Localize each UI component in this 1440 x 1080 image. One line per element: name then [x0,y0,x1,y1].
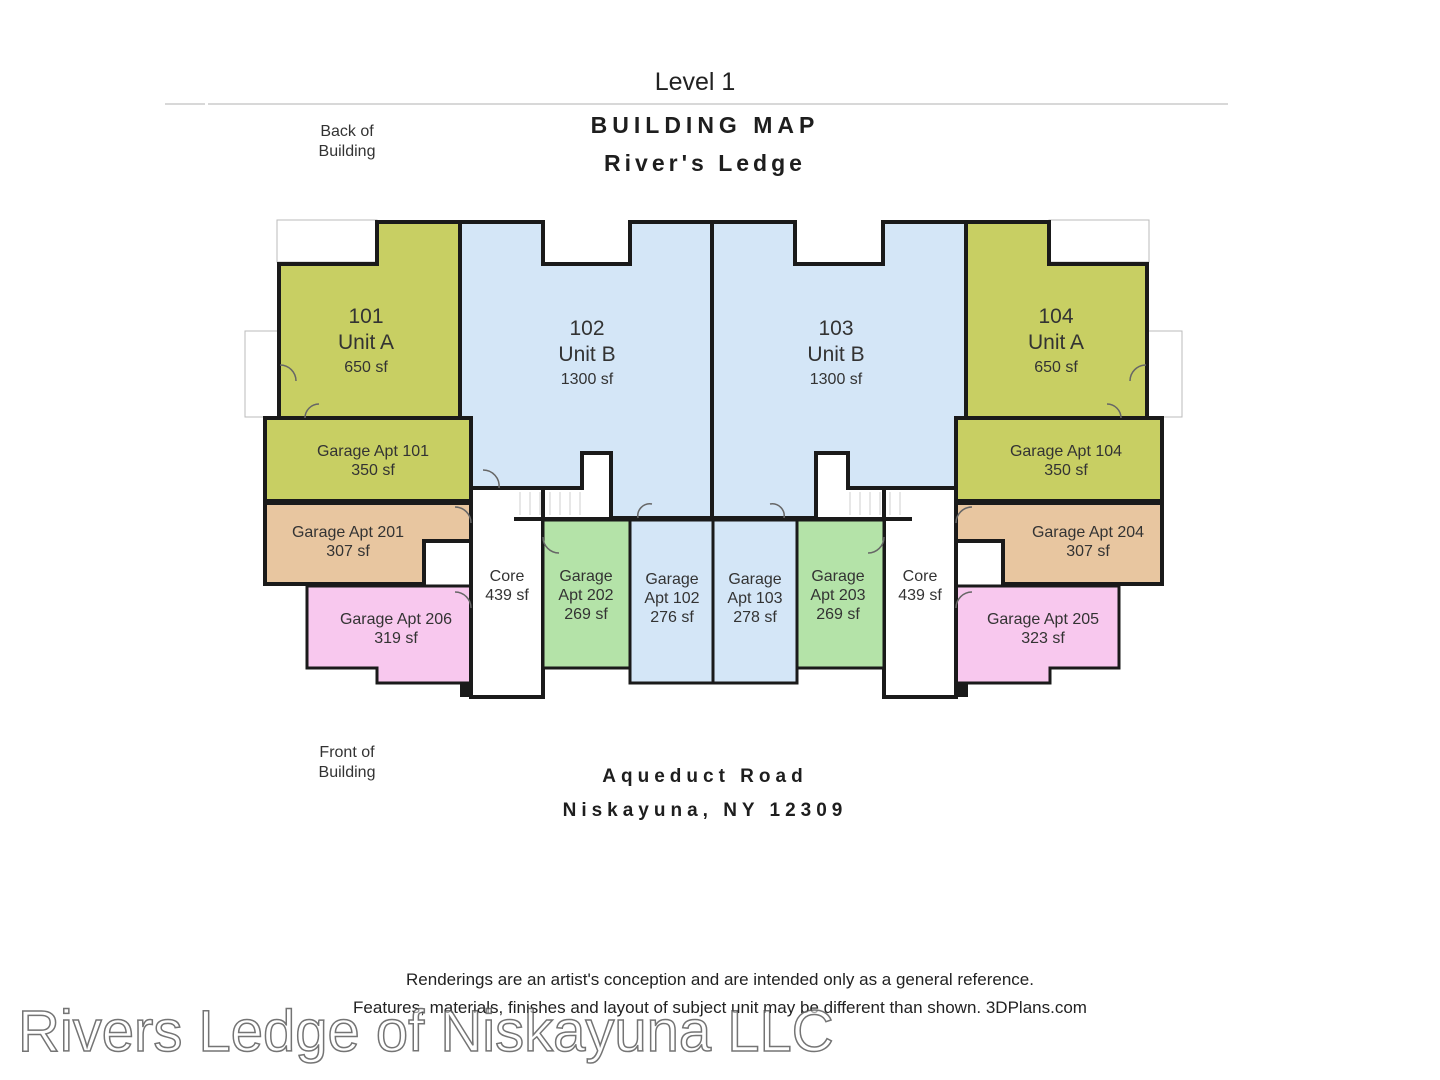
label-104-type: Unit A [1028,331,1084,354]
right-bump-outline [1147,330,1183,418]
room-103 [710,220,968,520]
label-101-number: 101 [348,305,383,328]
front-label-line-1: Front of [319,744,375,761]
label-core-right: Core 439 sf [898,568,942,604]
label-garage-apt-206: Garage Apt 206 319 sf [340,611,452,647]
corner-post-right [956,683,968,697]
label-102-number: 102 [569,317,604,340]
label-g202-line1: Garage [559,568,612,585]
watermark: Rivers Ledge of Niskayuna LLC [17,998,834,1065]
room-garage-apt-202 [541,518,632,670]
label-g102-line1: Garage [645,571,698,588]
room-core-left [469,486,545,699]
corner-post-left [460,683,472,697]
header-rule [208,103,1228,105]
label-g206-area: 319 sf [374,630,418,647]
right-notch-outline [1048,219,1150,263]
label-104-area: 650 sf [1034,359,1078,376]
stairs-left [519,492,581,515]
label-g103-area: 278 sf [733,609,777,626]
label-garage-apt-101: Garage Apt 101 350 sf [317,443,429,479]
left-notch-outline [276,219,378,263]
level-heading: Level 1 [654,68,736,96]
label-g203-line2: Apt 203 [810,587,865,604]
label-g202-area: 269 sf [564,606,608,623]
label-core-left: Core 439 sf [485,568,529,604]
stairs-right [849,492,901,515]
label-g201-area: 307 sf [326,543,370,560]
label-g203-line1: Garage [811,568,864,585]
disclaimer-line-2: Features, materials, finishes and layout… [353,998,1087,1017]
label-garage-apt-104: Garage Apt 104 350 sf [1010,443,1122,479]
label-g201-name: Garage Apt 201 [292,524,404,541]
label-g203-area: 269 sf [816,606,860,623]
label-g101-area: 350 sf [351,462,395,479]
label-103-number: 103 [818,317,853,340]
label-102-type: Unit B [558,343,615,366]
room-garage-apt-103 [711,518,799,685]
label-g104-name: Garage Apt 104 [1010,443,1122,460]
label-core-right-name: Core [903,568,938,585]
label-garage-apt-205: Garage Apt 205 323 sf [987,611,1099,647]
front-label-line-2: Building [318,764,376,781]
label-103-type: Unit B [807,343,864,366]
label-g103-line1: Garage [728,571,781,588]
label-garage-apt-103: Garage Apt 103 278 sf [727,571,782,626]
label-garage-apt-204: Garage Apt 204 307 sf [1032,524,1144,560]
label-101: 101 Unit A 650 sf [338,305,394,376]
room-garage-apt-101 [263,416,473,503]
label-g103-line2: Apt 103 [727,590,782,607]
disclaimer-line-1: Renderings are an artist's conception an… [406,970,1034,989]
label-g204-name: Garage Apt 204 [1032,524,1144,541]
label-103: 103 Unit B 1300 sf [807,317,864,388]
address-street: Aqueduct Road [602,766,808,787]
label-101-area: 650 sf [344,359,388,376]
label-g102-area: 276 sf [650,609,694,626]
map-subtitle: River's Ledge [604,150,806,176]
label-102-area: 1300 sf [561,371,614,388]
label-garage-apt-203: Garage Apt 203 269 sf [810,568,865,623]
back-label-line-1: Back of [320,123,374,140]
label-g205-name: Garage Apt 205 [987,611,1099,628]
label-garage-apt-102: Garage Apt 102 276 sf [644,571,699,626]
label-garage-apt-201: Garage Apt 201 307 sf [292,524,404,560]
left-bump-outline [244,330,280,418]
label-g204-area: 307 sf [1066,543,1110,560]
label-g102-line2: Apt 102 [644,590,699,607]
label-103-area: 1300 sf [810,371,863,388]
room-102 [458,220,714,520]
label-102: 102 Unit B 1300 sf [558,317,615,388]
label-104-number: 104 [1038,305,1073,328]
room-garage-apt-204 [954,501,1164,586]
label-g101-name: Garage Apt 101 [317,443,429,460]
back-of-building-label: Back of Building [277,122,417,162]
label-garage-apt-202: Garage Apt 202 269 sf [558,568,613,623]
label-104: 104 Unit A 650 sf [1028,305,1084,376]
label-core-left-name: Core [490,568,525,585]
room-garage-apt-203 [795,518,886,670]
label-core-right-area: 439 sf [898,587,942,604]
header-rule-left [165,103,205,105]
door-swings [279,364,1147,609]
label-g202-line2: Apt 202 [558,587,613,604]
back-label-line-2: Building [318,143,376,160]
label-g205-area: 323 sf [1021,630,1065,647]
label-core-left-area: 439 sf [485,587,529,604]
label-101-type: Unit A [338,331,394,354]
map-title: BUILDING MAP [590,112,820,138]
label-g206-name: Garage Apt 206 [340,611,452,628]
label-g104-area: 350 sf [1044,462,1088,479]
address-city: Niskayuna, NY 12309 [562,800,848,821]
front-of-building-label: Front of Building [277,743,417,783]
